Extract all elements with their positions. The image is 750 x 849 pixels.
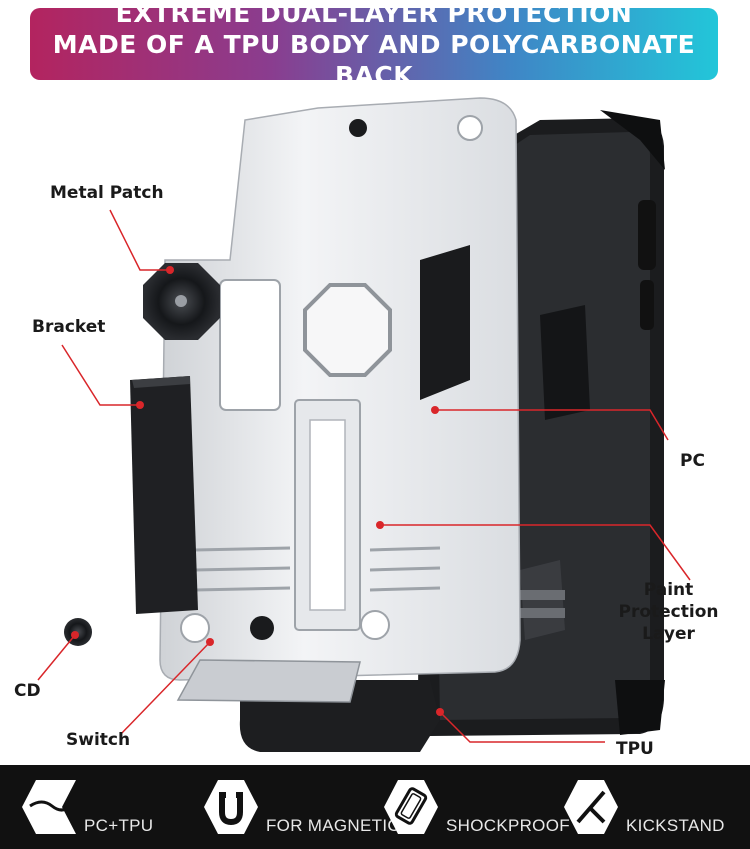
bracket-part [130, 376, 198, 614]
metal-patch [143, 263, 220, 340]
label-bracket: Bracket [32, 317, 106, 337]
banner-line-1: EXTREME DUAL-LAYER PROTECTION [115, 0, 633, 28]
label-metal-patch: Metal Patch [50, 183, 164, 203]
feature-magnetic: FOR MAGNETIC [200, 765, 400, 849]
label-pc: PC [680, 451, 705, 471]
magnet-icon [200, 776, 262, 838]
callout-dots [71, 266, 444, 716]
feature-shockproof: SHOCKPROOF [380, 765, 570, 849]
shockproof-icon [380, 776, 442, 838]
label-tpu: TPU [616, 739, 654, 759]
feature-strip: PC+TPU FOR MAGNETIC SHOCKPROOF [0, 765, 750, 849]
label-paint-line-1: Paint Protection [618, 580, 719, 622]
label-paint-protection: Paint Protection Layer [597, 579, 740, 645]
feature-label-magnetic: FOR MAGNETIC [266, 816, 400, 835]
callout-lines [37, 209, 691, 743]
label-paint-line-2: Layer [642, 624, 695, 644]
product-illustration: Metal Patch Bracket CD Switch PC Paint P… [0, 80, 750, 765]
label-switch: Switch [66, 730, 131, 750]
pc-plate [159, 97, 521, 681]
feature-label-pc-tpu: PC+TPU [84, 816, 154, 835]
label-cd: CD [14, 681, 41, 701]
kickstand-base [176, 659, 361, 703]
cd-disc [64, 618, 92, 646]
feature-label-kickstand: KICKSTAND [626, 816, 725, 835]
exploded-case-diagram [37, 97, 691, 752]
feature-kickstand: KICKSTAND [560, 765, 725, 849]
pc-tpu-icon [18, 776, 80, 838]
banner-line-2: MADE OF A TPU BODY AND POLYCARBONATE BAC… [52, 29, 696, 90]
feature-pc-tpu: PC+TPU [18, 765, 153, 849]
kickstand-icon [560, 776, 622, 838]
feature-label-shockproof: SHOCKPROOF [446, 816, 570, 835]
title-banner: EXTREME DUAL-LAYER PROTECTION MADE OF A … [30, 0, 718, 90]
